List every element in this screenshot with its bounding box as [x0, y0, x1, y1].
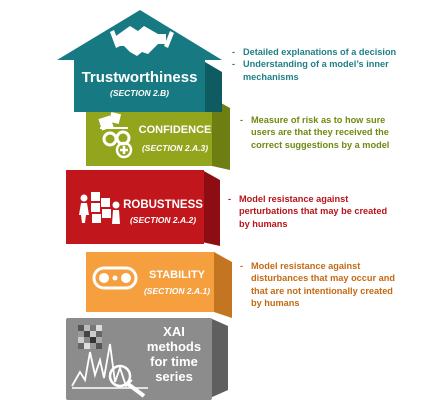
conveyor-belt-icon: [92, 266, 138, 290]
robustness-title: ROBUSTNESS: [123, 199, 203, 211]
confidence-section: (SECTION 2.A.3): [141, 143, 209, 153]
gears-plus-icon: [98, 111, 133, 159]
bullet-dash: -: [240, 261, 244, 271]
xai-title-line: methods: [146, 339, 202, 354]
bullet-dash: -: [240, 115, 244, 125]
confidence-title: CONFIDENCE: [138, 124, 212, 136]
trust-block: [57, 10, 222, 112]
bullet-item: - Model resistance against disturbances …: [240, 260, 400, 310]
bullet-item: - Detailed explanations of a decision: [232, 46, 418, 58]
bullet-text: Detailed explanations of a decision: [243, 47, 397, 57]
timeseries-magnifier-icon: [71, 325, 148, 398]
bullet-item: - Understanding of a model’s inner mecha…: [232, 58, 418, 83]
people-blocks-icon: [79, 192, 120, 224]
confidence-description: - Measure of risk as to how sure users a…: [240, 114, 390, 151]
trust-title: Trustworthiness: [81, 69, 198, 86]
robustness-description: - Model resistance against perturbations…: [228, 193, 390, 230]
bullet-text: Model resistance against perturbations t…: [239, 194, 388, 229]
stability-title: STABILITY: [148, 269, 205, 281]
bullet-dash: -: [232, 59, 236, 70]
xai-block: [66, 318, 228, 400]
robustness-section: (SECTION 2.A.2): [129, 215, 197, 225]
stability-section: (SECTION 2.A.1): [143, 286, 211, 296]
xai-title-line: series: [155, 369, 193, 384]
pixel-heatmap: [78, 325, 102, 349]
trust-description: - Detailed explanations of a decision - …: [232, 46, 418, 83]
bullet-text: Understanding of a model’s inner mechani…: [243, 59, 389, 82]
bullet-text: Model resistance against disturbances th…: [251, 261, 395, 309]
xai-title: XAI methods for time series: [142, 324, 206, 384]
handshake-icon: [110, 26, 174, 56]
xai-title-line: for time: [150, 354, 198, 369]
stability-description: - Model resistance against disturbances …: [240, 260, 400, 310]
xai-title-line: XAI: [163, 324, 185, 339]
bullet-dash: -: [232, 47, 236, 57]
robustness-block: [66, 170, 220, 246]
stability-block: [86, 252, 232, 318]
bullet-dash: -: [228, 194, 232, 204]
trust-section: (SECTION 2.B): [109, 88, 170, 98]
bullet-text: Measure of risk as to how sure users are…: [251, 115, 390, 150]
bullet-item: - Model resistance against perturbations…: [228, 193, 390, 230]
bullet-item: - Measure of risk as to how sure users a…: [240, 114, 390, 151]
